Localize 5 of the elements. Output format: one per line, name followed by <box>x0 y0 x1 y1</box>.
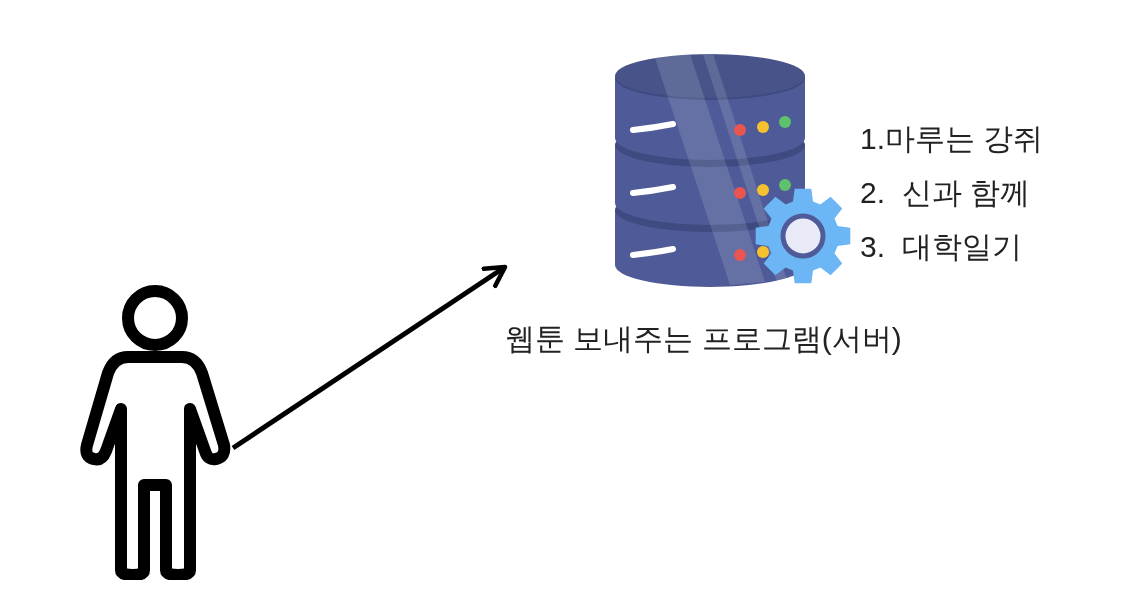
server-label: 웹툰 보내주는 프로그램(서버) <box>505 321 903 357</box>
list-item: 1.마루는 강쥐 <box>860 121 1044 157</box>
list-item: 2. 신과 함께 <box>860 175 1032 211</box>
list-item: 3. 대학일기 <box>860 229 1023 265</box>
arrow <box>231 264 508 451</box>
